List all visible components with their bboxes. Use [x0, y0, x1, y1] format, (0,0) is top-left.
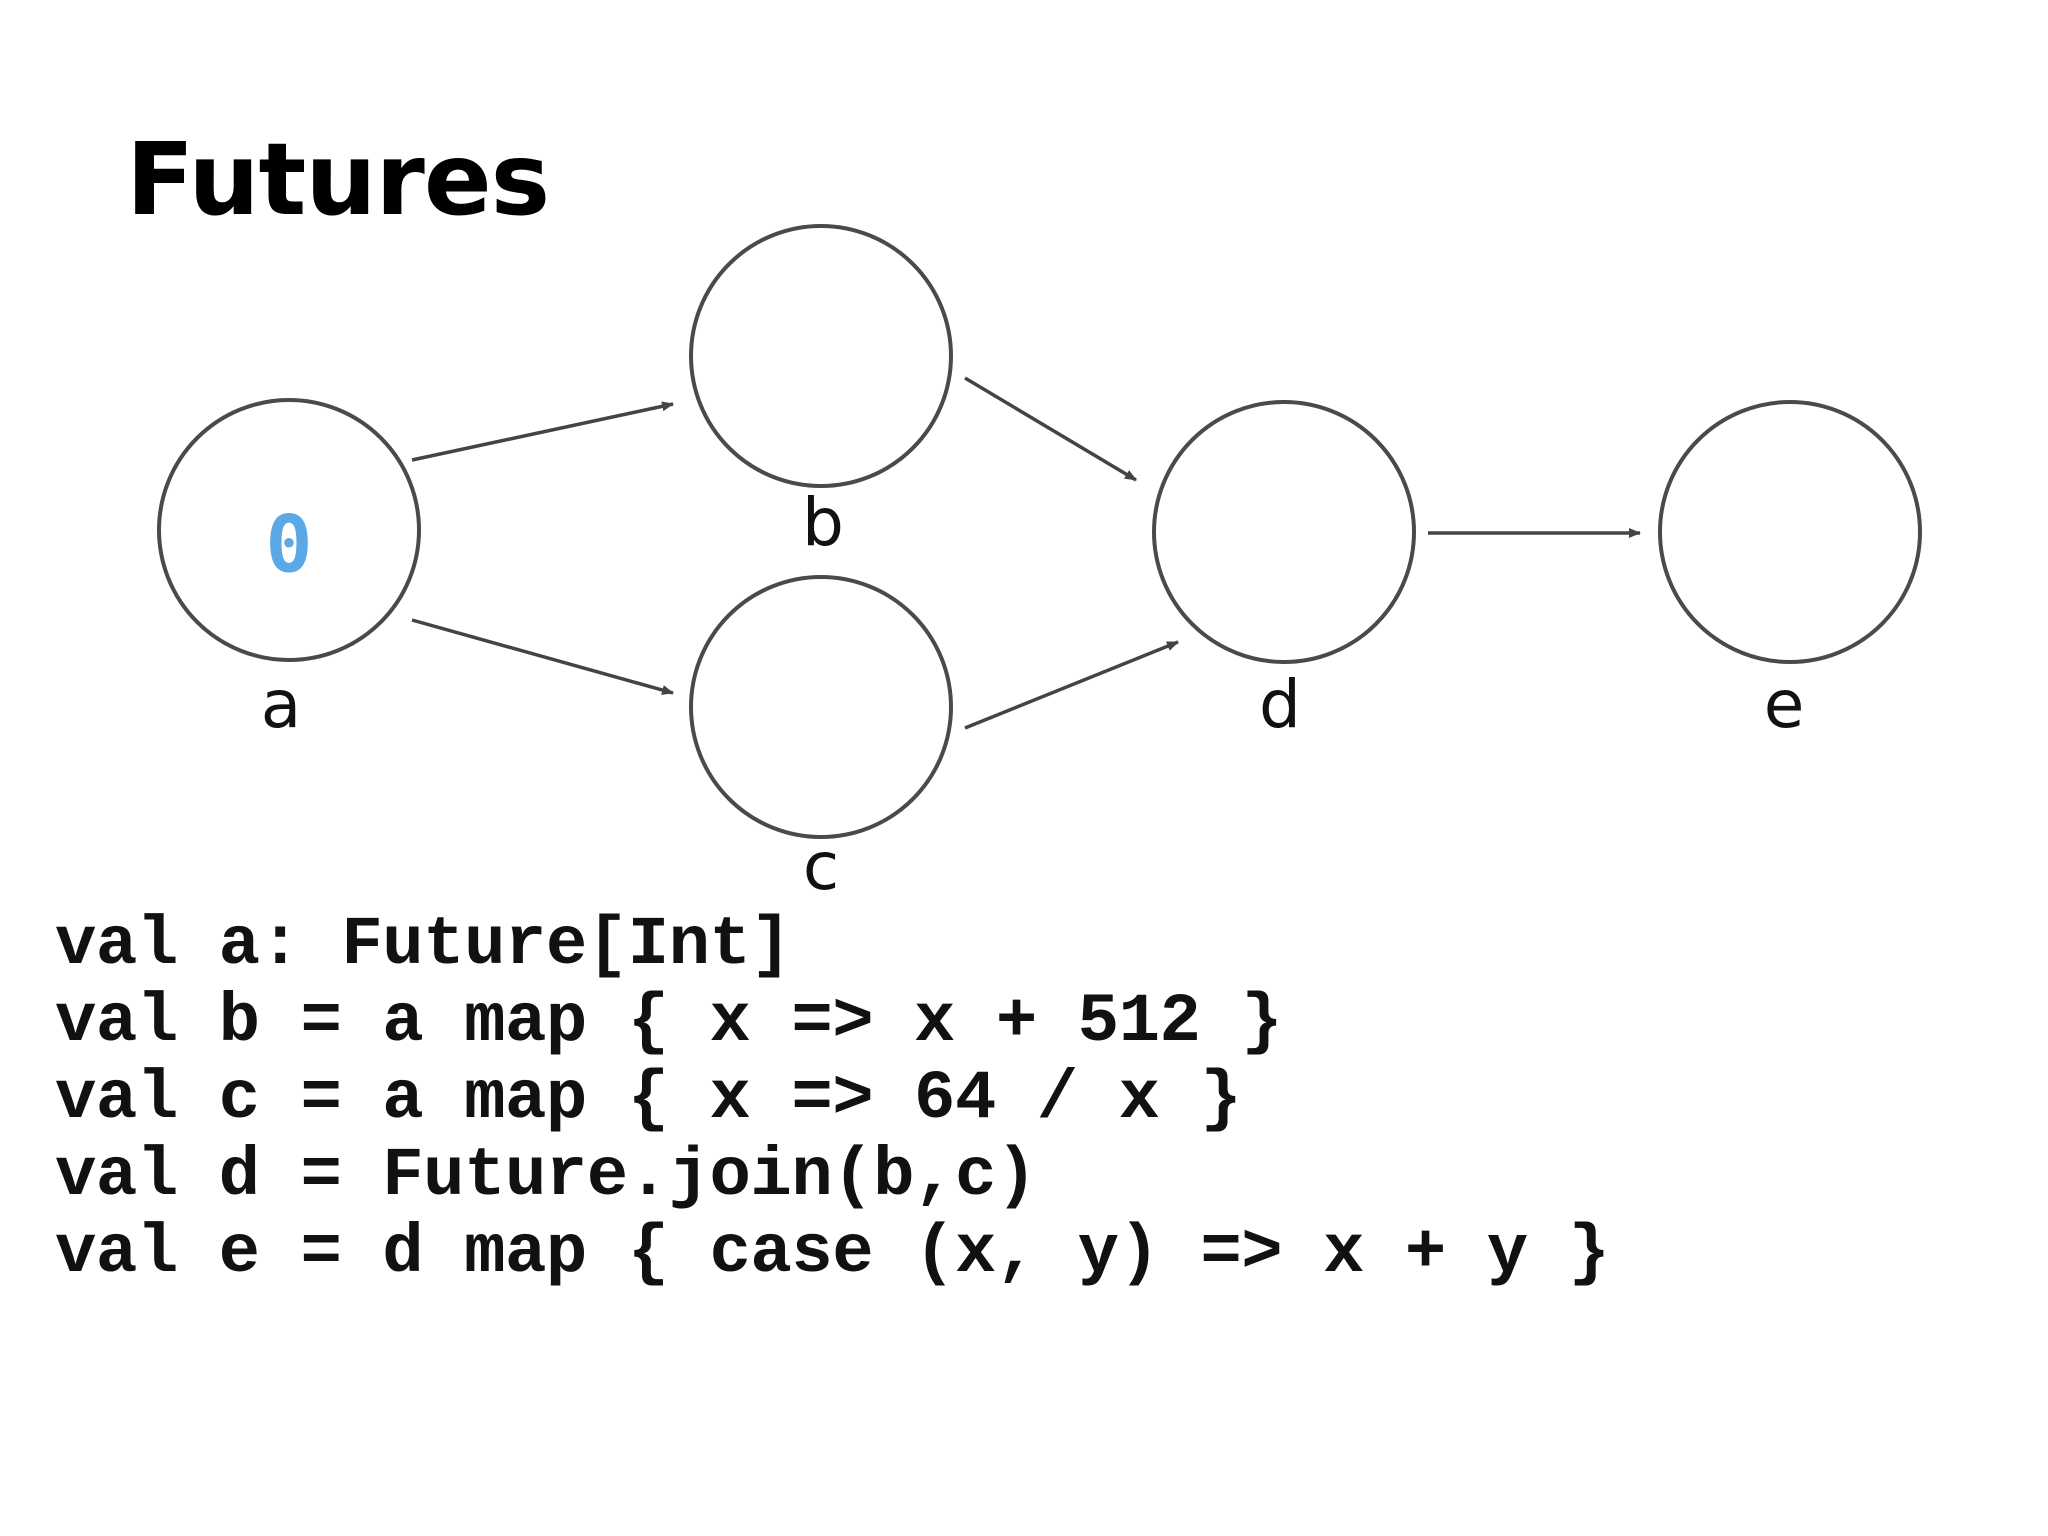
node-b-circle: [689, 224, 953, 488]
node-a: 0 a: [157, 398, 421, 743]
edge-a-to-c: [411, 618, 674, 695]
node-e-label: e: [1764, 666, 1805, 743]
code-line: val c = a map { x => 64 / x }: [55, 1060, 1242, 1138]
node-b: b: [689, 224, 953, 561]
node-a-circle: [157, 398, 421, 662]
slide-title: Futures: [126, 121, 550, 238]
edge-b-to-d: [964, 376, 1137, 482]
node-d-circle: [1152, 400, 1416, 664]
node-c-circle: [689, 575, 953, 839]
node-b-label: b: [802, 484, 844, 561]
node-c: c: [689, 575, 953, 905]
node-c-label: c: [803, 828, 839, 905]
edge-c-to-d: [964, 640, 1179, 730]
code-line: val e = d map { case (x, y) => x + y }: [55, 1214, 1610, 1292]
code-block: val a: Future[Int] val b = a map { x => …: [55, 906, 1610, 1292]
node-d: d: [1152, 400, 1416, 743]
code-line: val d = Future.join(b,c): [55, 1137, 1037, 1215]
node-a-value: 0: [266, 500, 313, 590]
node-e-circle: [1658, 400, 1922, 664]
code-line: val a: Future[Int]: [55, 906, 792, 984]
node-a-label: a: [261, 666, 301, 743]
edge-a-to-b: [411, 401, 674, 462]
code-line: val b = a map { x => x + 512 }: [55, 983, 1283, 1061]
node-e: e: [1658, 400, 1922, 743]
node-d-label: d: [1259, 666, 1301, 743]
